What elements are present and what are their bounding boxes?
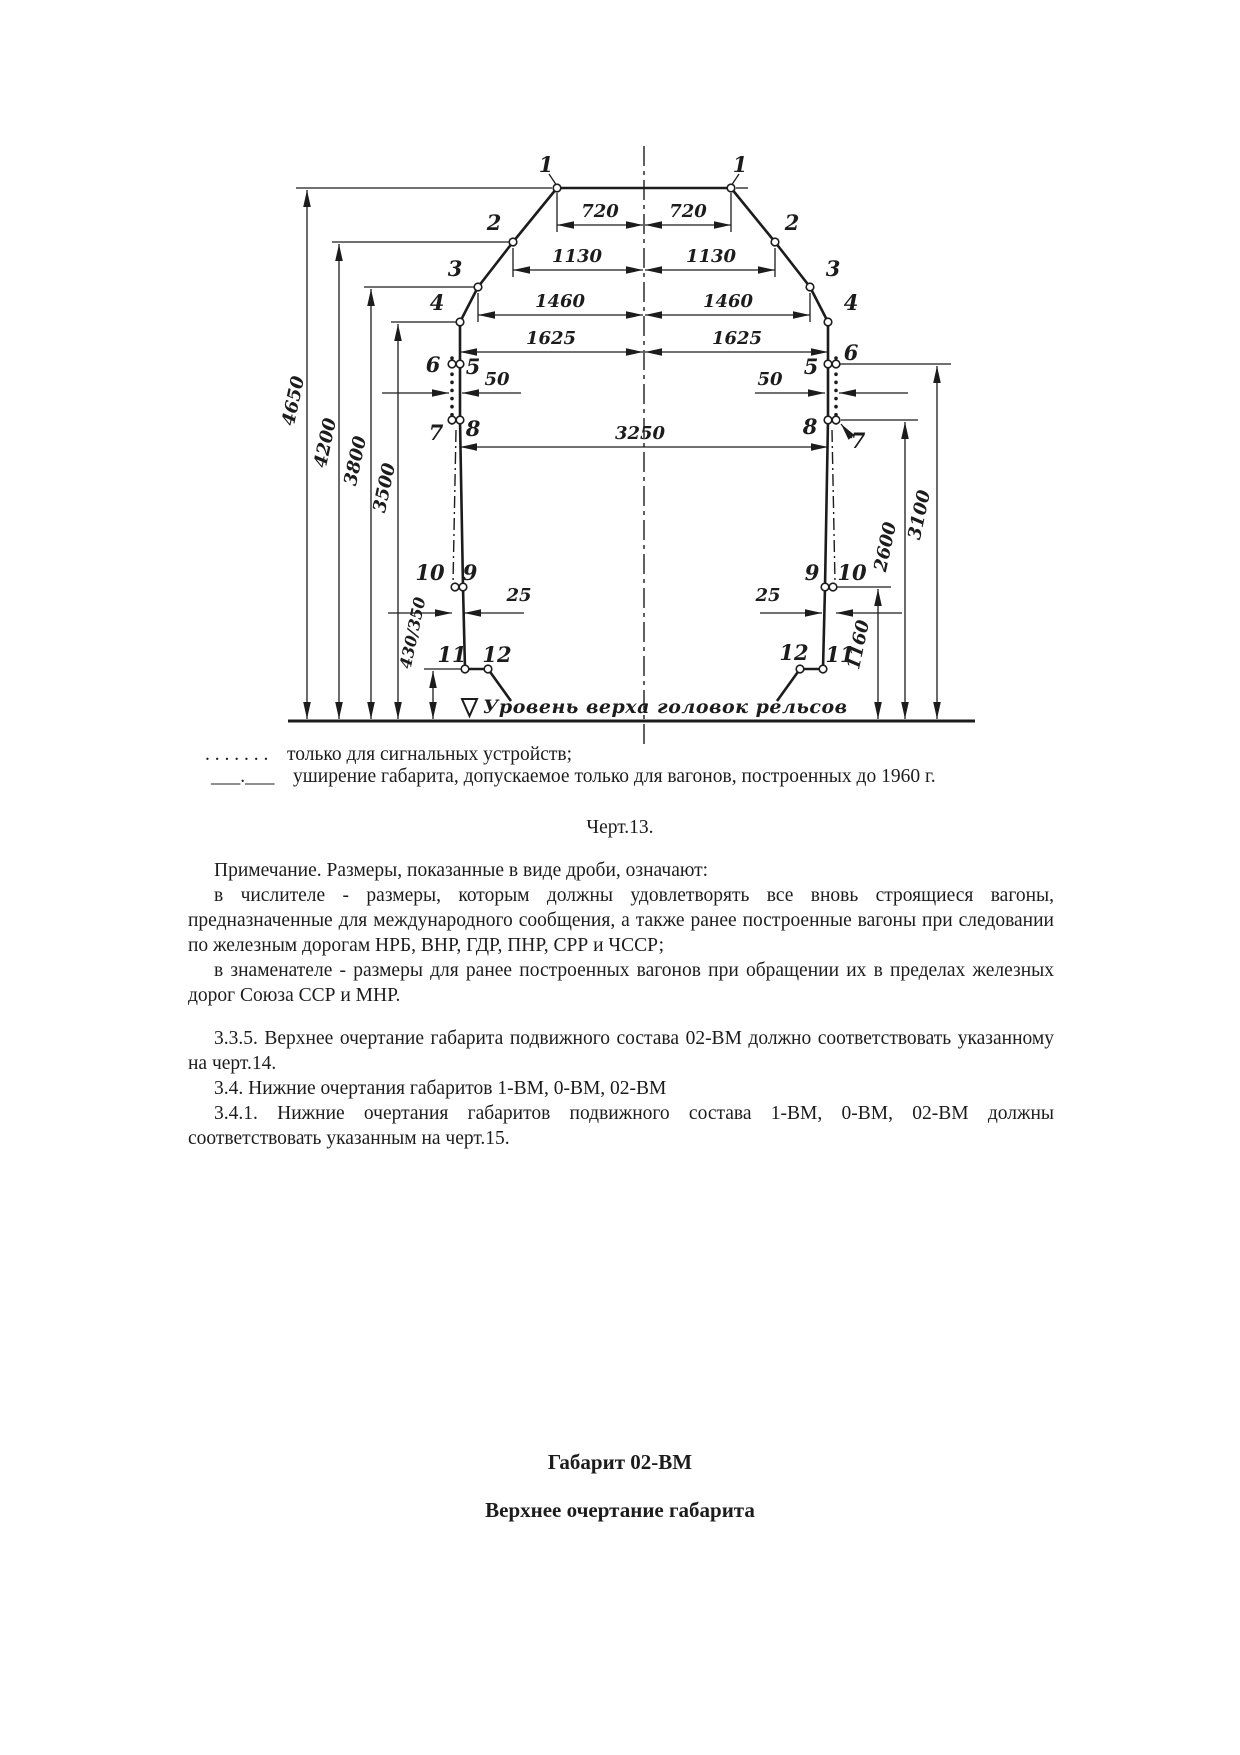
gabarit-heading: Габарит 02-ВМ [547,1450,693,1474]
point-11-right: 11 [825,642,854,667]
rail-level-label: Уровень верха головок рельсов [483,696,848,718]
point-10-right: 10 [837,560,867,585]
rail-level-triangle-icon [460,698,479,719]
point-9-left: 9 [463,560,478,585]
outline-points [447,183,841,674]
dim-3500: 3500 [369,461,400,515]
dim-3250: 3250 [615,423,666,444]
legend-widening-row: ___.___ уширение габарита, допускаемое то… [211,766,936,788]
dim-25-right: 25 [754,585,780,606]
point-12-right: 12 [779,640,808,665]
legend-widening-text: уширение габарита, допускаемое только дл… [293,766,936,787]
point-3-right: 3 [826,256,841,281]
point-number-labels: 1 1 2 2 3 3 4 4 5 5 6 6 7 7 8 8 9 9 10 1… [415,152,867,667]
point-7-left: 7 [429,420,444,445]
point-12-left: 12 [482,642,511,667]
section-3-4-1: 3.4.1. Нижние очертания габаритов подвиж… [188,1103,1054,1149]
dim-430-350: 430/350 [396,595,430,670]
point-2-right: 2 [784,210,800,235]
note-denominator: в знаменателе - размеры для ранее постро… [188,960,1054,1006]
dim-25-left: 25 [505,585,531,606]
dim-50-left: 50 [484,369,510,390]
section-3-3-5: 3.3.5. Верхнее очертание габарита подвиж… [188,1028,1054,1074]
point-7-right: 7 [851,428,866,453]
legend-signal-text: только для сигнальных устройств; [287,744,573,765]
point-5-left: 5 [466,354,481,379]
dim-720-left: 720 [581,201,619,222]
section-3-4: 3.4. Нижние очертания габаритов 1-ВМ, 0-… [214,1078,667,1099]
dim-50-right: 50 [757,369,783,390]
point-8-left: 8 [465,416,481,441]
point-9-right: 9 [805,560,820,585]
dim-1625-right: 1625 [712,328,762,349]
point-4-left: 4 [430,290,445,315]
dashdot-line-symbol: ___.___ [211,766,275,787]
legend-signal-row: . . . . . . . только для сигнальных устро… [205,744,572,766]
point-6-right: 6 [844,340,859,365]
point-8-right: 8 [802,414,818,439]
dim-4650: 4650 [278,374,309,428]
dim-3100: 3100 [904,488,935,542]
point-5-right: 5 [804,354,819,379]
dim-4200: 4200 [310,416,341,470]
dotted-line-symbol: . . . . . . . [205,744,269,765]
note-numerator: в числителе - размеры, которым должны уд… [188,885,1054,956]
point-4-right: 4 [844,290,859,315]
dim-1460-left: 1460 [535,291,586,312]
point-6-left: 6 [426,352,441,377]
note-intro: Примечание. Размеры, показанные в виде д… [214,860,709,881]
dim-1130-left: 1130 [552,246,603,267]
dim-1460-right: 1460 [703,291,754,312]
point-1-right: 1 [733,152,748,177]
point-2-left: 2 [486,210,502,235]
gauge-diagram: 720 720 1130 1130 1460 1460 1625 1625 32… [278,146,975,747]
point-10-left: 10 [415,560,445,585]
width-dimension-labels: 720 720 1130 1130 1460 1460 1625 1625 32… [484,201,783,606]
body-text: Примечание. Размеры, показанные в виде д… [188,858,1054,1151]
dim-1625-left: 1625 [526,328,576,349]
widening-dashdot-line [452,429,836,584]
point-11-left: 11 [437,642,466,667]
dim-720-right: 720 [669,201,707,222]
dimension-lines [303,190,941,719]
dim-2600: 2600 [870,520,901,575]
dim-3800: 3800 [340,434,371,488]
point-3-left: 3 [448,256,463,281]
subtitle-heading: Верхнее очертание габарита [485,1498,755,1522]
point-1-left: 1 [539,152,554,177]
figure-caption: Черт.13. [586,817,654,838]
dim-1130-right: 1130 [686,246,737,267]
extension-lines [296,173,951,670]
